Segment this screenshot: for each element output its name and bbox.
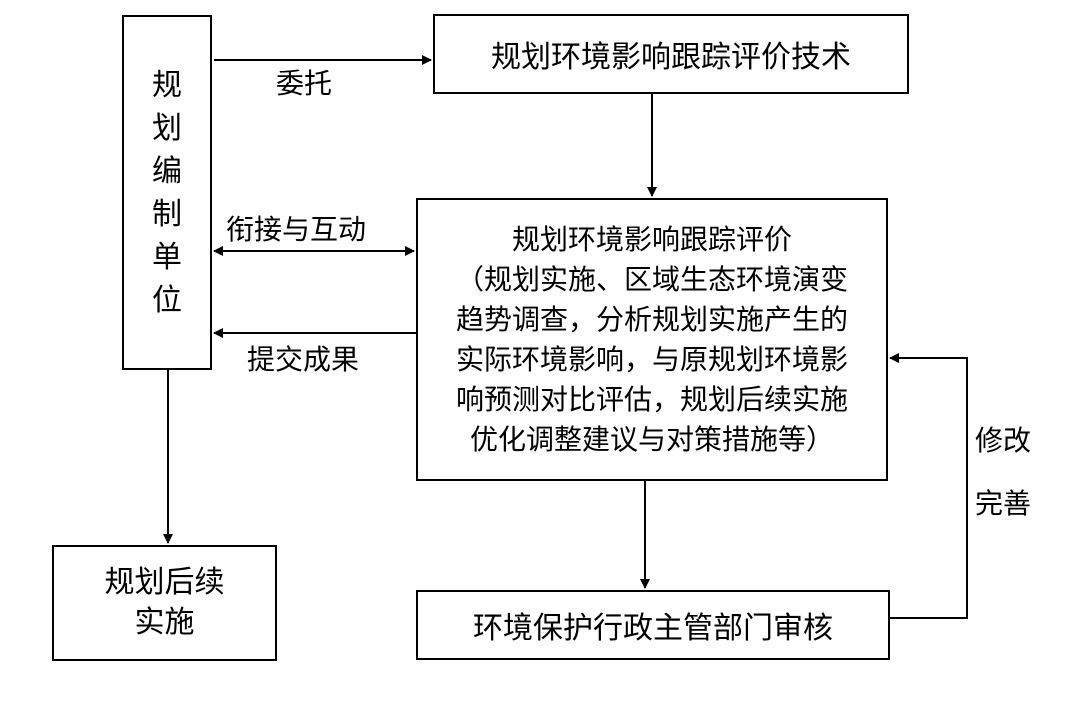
node-followup-implementation: 规划后续 实施 xyxy=(52,545,277,661)
node-tracking-evaluation-title: 规划环境影响跟踪评价 xyxy=(511,222,792,256)
node-planning-unit: 规划编制单位 xyxy=(122,15,212,370)
node-tracking-evaluation-text: 规划环境影响跟踪评价 （规划实施、区域生态环境演变 趋势调查，分析规划实施产生的… xyxy=(456,220,848,460)
node-tracking-evaluation-line-4: 响预测对比评估，规划后续实施 xyxy=(455,382,848,416)
node-tracking-evaluation-line-1: （规划实施、区域生态环境演变 xyxy=(455,262,848,296)
arrow-revise-loop xyxy=(889,353,968,619)
node-authority-review-label: 环境保护行政主管部门审核 xyxy=(473,611,833,646)
node-planning-unit-label: 规划编制单位 xyxy=(152,67,182,318)
node-followup-line-2: 实施 xyxy=(134,605,195,640)
node-tracking-evaluation-line-5: 优化调整建议与对策措施等） xyxy=(469,422,834,456)
node-authority-review: 环境保护行政主管部门审核 xyxy=(416,590,890,660)
edge-label-revise-line-1: 修改 xyxy=(975,424,1032,457)
node-tracking-evaluation: 规划环境影响跟踪评价 （规划实施、区域生态环境演变 趋势调查，分析规划实施产生的… xyxy=(416,198,888,481)
node-tracking-evaluation-line-2: 趋势调查，分析规划实施产生的 xyxy=(455,302,848,336)
node-tracking-tech: 规划环境影响跟踪评价技术 xyxy=(433,14,909,94)
edge-label-submit: 提交成果 xyxy=(247,343,360,376)
node-followup-implementation-text: 规划后续 实施 xyxy=(105,563,225,643)
node-tracking-tech-label: 规划环境影响跟踪评价技术 xyxy=(491,40,851,75)
edge-label-interact: 衔接与互动 xyxy=(226,213,367,246)
edge-label-revise-line-2: 完善 xyxy=(975,487,1032,520)
edge-label-entrust: 委托 xyxy=(276,67,333,100)
node-followup-line-1: 规划后续 xyxy=(104,565,225,600)
node-tracking-evaluation-line-3: 实际环境影响，与原规划环境影 xyxy=(455,342,848,376)
